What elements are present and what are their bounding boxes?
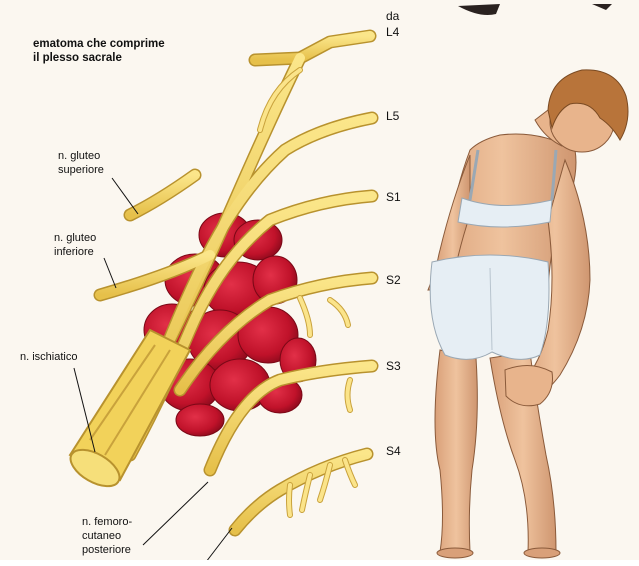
top-fragment xyxy=(458,4,500,15)
top-fragment-right xyxy=(592,4,612,10)
label-femoro-cutaneo-2: cutaneo xyxy=(82,530,121,543)
root-label-da: da xyxy=(386,10,399,23)
label-gluteo-superiore-1: n. gluteo xyxy=(58,150,100,163)
woman-figure xyxy=(428,70,628,558)
root-label-s4: S4 xyxy=(386,445,401,458)
label-gluteo-superiore-2: superiore xyxy=(58,164,104,177)
bottom-border xyxy=(0,560,639,566)
root-label-s1: S1 xyxy=(386,191,401,204)
root-label-l4: L4 xyxy=(386,26,399,39)
left-leg xyxy=(435,350,477,552)
label-femoro-cutaneo-3: posteriore xyxy=(82,544,131,557)
label-gluteo-inferiore-1: n. gluteo xyxy=(54,232,96,245)
title-line-1: ematoma che comprime xyxy=(33,38,165,51)
label-gluteo-inferiore-2: inferiore xyxy=(54,246,94,259)
root-label-s2: S2 xyxy=(386,274,401,287)
label-femoro-cutaneo-1: n. femoro- xyxy=(82,516,132,529)
root-label-s3: S3 xyxy=(386,360,401,373)
label-ischiatico: n. ischiatico xyxy=(20,351,77,364)
sciatic-nerve-trunk xyxy=(65,330,190,494)
root-label-l5: L5 xyxy=(386,110,399,123)
title-line-2: il plesso sacrale xyxy=(33,52,122,65)
hand xyxy=(505,365,553,405)
